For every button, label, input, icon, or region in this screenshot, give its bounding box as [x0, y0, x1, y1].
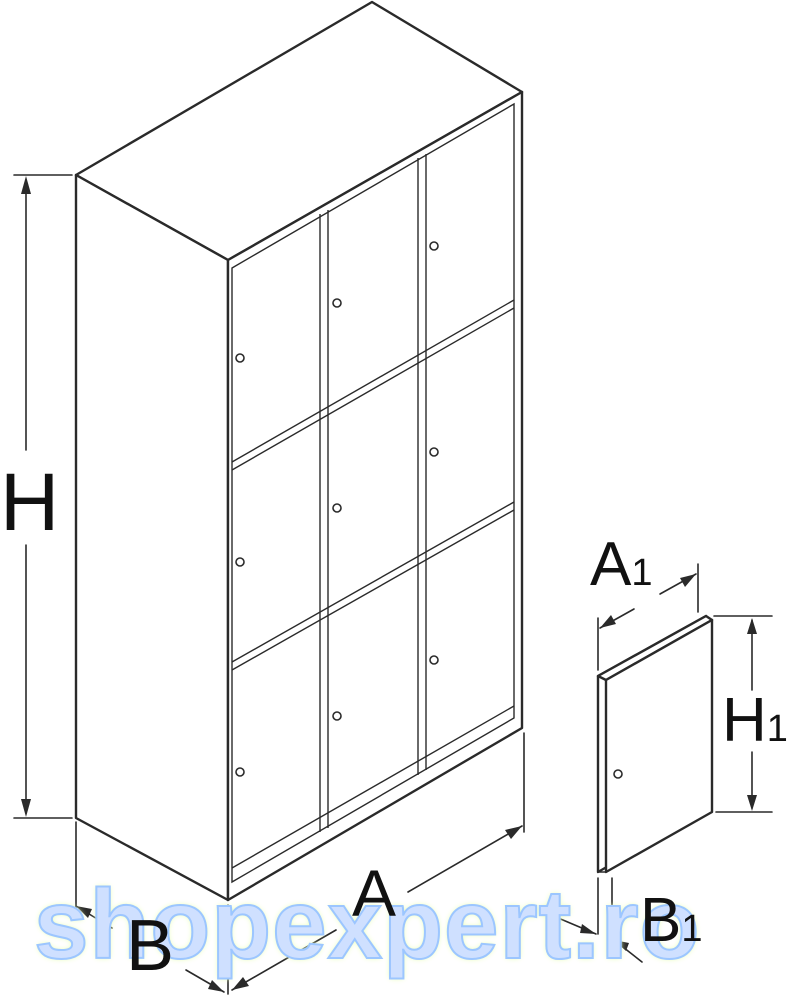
knob-icon — [429, 241, 439, 251]
knob-icon — [235, 353, 245, 363]
width-label: A — [352, 856, 397, 930]
height-dimension — [13, 174, 73, 819]
row-divider-2b — [231, 509, 515, 671]
knob-icon — [429, 655, 439, 665]
door-width-dimension — [597, 563, 699, 671]
width-dimension — [227, 732, 525, 995]
depth-dimension — [75, 821, 225, 993]
knob-icon — [332, 298, 342, 308]
knob-icon — [235, 557, 245, 567]
depth-label: B — [126, 906, 175, 986]
single-door — [596, 614, 714, 874]
door-height-label: H1 — [722, 686, 788, 755]
row-divider-2 — [231, 501, 515, 663]
watermark: shopexpert.ro — [33, 868, 701, 980]
door-width-label: A1 — [590, 530, 653, 599]
knob-icon — [235, 767, 245, 777]
door-height-dimension — [713, 615, 773, 813]
cabinet-side-face — [74, 173, 230, 902]
knob-icon — [613, 769, 623, 779]
plinth-line — [231, 705, 515, 869]
knob-icon — [332, 711, 342, 721]
door-knobs — [235, 241, 439, 777]
knob-icon — [332, 503, 342, 513]
row-divider-1b — [231, 307, 515, 471]
door-depth-label: B1 — [640, 886, 703, 955]
door-depth-dimension — [543, 877, 643, 963]
cabinet-front-frame — [231, 102, 515, 884]
height-label: H — [0, 457, 60, 548]
row-divider-1 — [231, 299, 515, 463]
knob-icon — [429, 447, 439, 457]
